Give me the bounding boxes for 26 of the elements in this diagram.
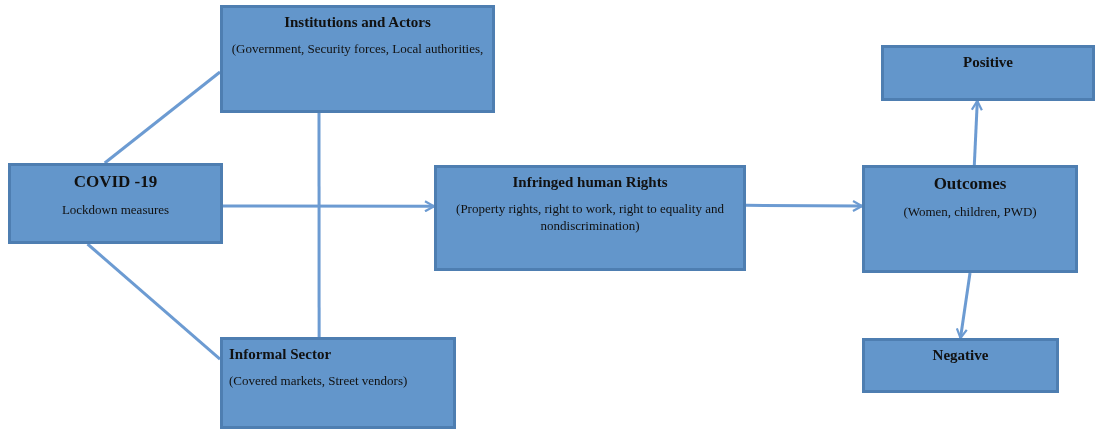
box-heading: Informal Sector: [229, 346, 332, 363]
box-heading: Positive: [963, 54, 1013, 71]
box-description: (Property rights, right to work, right to equality and nondiscrimination): [455, 201, 725, 235]
box-description: (Government, Security forces, Local authorities,: [231, 41, 484, 58]
box-heading: Outcomes: [933, 174, 1007, 194]
process-box: [434, 165, 746, 271]
connector-line: [317, 113, 321, 337]
process-box: [881, 45, 1095, 101]
arrow: [746, 199, 864, 213]
process-box: [220, 5, 495, 113]
box-description: Lockdown measures: [61, 202, 170, 219]
connector-line: [86, 242, 221, 361]
box-description: (Women, children, PWD): [903, 204, 1037, 221]
box-heading: Infringed human Rights: [512, 174, 668, 191]
arrow: [955, 272, 972, 340]
box-heading: Institutions and Actors: [284, 14, 431, 31]
process-box: [8, 163, 223, 244]
box-heading: COVID -19: [73, 172, 158, 192]
box-description: (Covered markets, Street vendors): [229, 373, 408, 390]
process-box: [862, 338, 1059, 393]
connector-line: [103, 70, 221, 165]
box-heading: Negative: [932, 347, 989, 364]
process-box: [862, 165, 1078, 273]
process-box: [220, 337, 456, 429]
arrow: [223, 200, 436, 213]
arrow: [970, 99, 983, 166]
